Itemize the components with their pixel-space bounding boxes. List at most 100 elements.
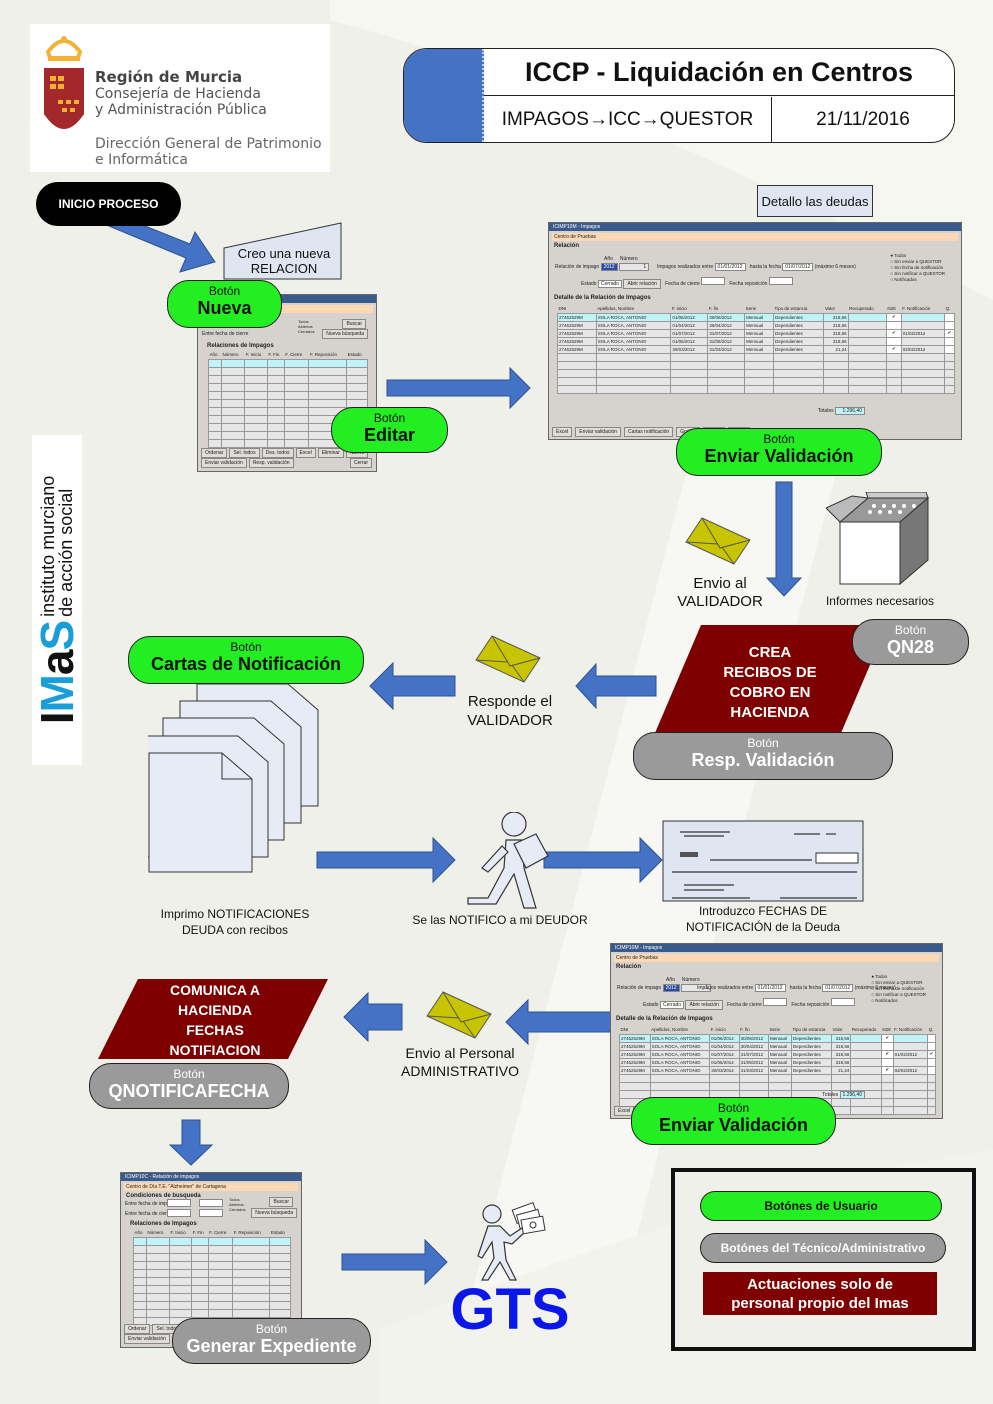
table-row-empty[interactable]	[208, 374, 368, 384]
checkbox-n28[interactable]: ✔	[880, 1049, 894, 1059]
table-row-empty[interactable]	[619, 1073, 936, 1083]
buscar-button[interactable]: Buscar	[342, 319, 366, 329]
table-row[interactable]: 27452529M SOLA ROCA, ANTONIO 01/05/2012 …	[557, 336, 955, 346]
fecha-cierre-input[interactable]	[763, 998, 788, 1006]
table-row-empty[interactable]	[133, 1300, 291, 1310]
ano-input[interactable]: 2012	[600, 263, 618, 271]
hasta-input[interactable]: 01/07/2012	[822, 984, 854, 992]
fecha-reposicion-input[interactable]	[768, 277, 793, 285]
radio-cerrados[interactable]: Cerrados	[298, 329, 315, 334]
window-button[interactable]: Enviar validación	[575, 427, 622, 437]
resp-validacion-button[interactable]: Resp. validación	[248, 458, 294, 468]
numero-input[interactable]: 1	[681, 984, 712, 992]
fecha-impago-desde[interactable]	[167, 1199, 191, 1207]
enviar-validacion-button[interactable]: Enviar validación	[124, 1334, 170, 1344]
filter-radio-group[interactable]: ● Todos○ Sin enviar a QUESTOR○ Sin fecha…	[890, 253, 945, 283]
cartas-notificacion-button[interactable]: Botón Cartas de Notificación	[128, 636, 364, 684]
fecha-impago-hasta[interactable]	[199, 1199, 223, 1207]
excel-button[interactable]: Excel	[295, 448, 316, 458]
radio-option[interactable]: ○ Sin notificar a QUESTOR	[871, 992, 926, 997]
table-row-empty[interactable]	[133, 1276, 291, 1286]
table-row[interactable]: 27452529M SOLA ROCA, ANTONIO 01/04/2012 …	[557, 320, 955, 330]
radio-todos[interactable]: Todos	[229, 1197, 240, 1202]
table-row[interactable]: 27452529M SOLA ROCA, ANTONIO 01/06/2012 …	[557, 312, 955, 322]
checkbox-n28[interactable]	[880, 1057, 894, 1067]
radio-option[interactable]: ○ Sin enviar a QUESTOR	[871, 980, 923, 985]
radio-group[interactable]: Todos Abiertos Cerrados	[229, 1197, 245, 1212]
table-row-empty[interactable]	[557, 368, 955, 378]
checkbox-q[interactable]	[927, 1033, 936, 1043]
qnotificafecha-button[interactable]: Botón QNOTIFICAFECHA	[89, 1063, 289, 1109]
eliminar-button[interactable]: Eliminar	[317, 448, 344, 458]
table-row-empty[interactable]	[133, 1268, 291, 1278]
table-row[interactable]: 27452529M SOLA ROCA, ANTONIO 01/04/2012 …	[619, 1041, 936, 1051]
table-row[interactable]: 27452529M SOLA ROCA, ANTONIO 01/07/2012 …	[557, 328, 955, 338]
nueva-button[interactable]: Botón Nueva	[167, 280, 282, 328]
ordenar-button[interactable]: Ordenar	[124, 1324, 151, 1334]
radio-todos[interactable]: Todos	[298, 319, 309, 324]
generar-expediente-button[interactable]: Botón Generar Expediente	[172, 1318, 371, 1364]
radio-option[interactable]: ● Todos	[871, 974, 888, 979]
radio-option[interactable]: ○ Notificados	[871, 998, 898, 1003]
radio-option[interactable]: ○ Sin fecha de notificación	[890, 265, 944, 270]
fecha-cierre-desde[interactable]	[167, 1209, 191, 1217]
window-button[interactable]: Excel	[552, 427, 573, 437]
des-todos-button[interactable]: Des. todos	[261, 448, 294, 458]
table-row-empty[interactable]	[208, 398, 368, 408]
checkbox-q[interactable]	[927, 1057, 936, 1067]
nueva-busqueda-button[interactable]: Nueva búsqueda	[251, 1208, 297, 1218]
enviar-validacion-button[interactable]: Enviar validación	[201, 458, 247, 468]
estado-input[interactable]: Cerrado	[597, 280, 623, 288]
radio-option[interactable]: ○ Notificados	[890, 277, 917, 282]
radio-cerrados[interactable]: Cerrados	[229, 1207, 246, 1212]
table-row-empty[interactable]	[133, 1236, 291, 1246]
cerrar-button[interactable]: Cerrar	[349, 458, 372, 468]
radio-option[interactable]: ○ Sin enviar a QUESTOR	[890, 259, 942, 264]
radio-option[interactable]: ○ Sin fecha de notificación	[871, 986, 925, 991]
table-row[interactable]: 27452529M SOLA ROCA, ANTONIO 30/03/2012 …	[557, 344, 955, 354]
ano-input[interactable]: 2012	[662, 984, 680, 992]
checkbox-n28[interactable]: ✔	[880, 1033, 894, 1043]
radio-abiertos[interactable]: Abiertos	[298, 324, 313, 329]
fecha-cierre-input[interactable]	[701, 277, 726, 285]
table-row-empty[interactable]	[619, 1081, 936, 1091]
numero-input[interactable]: 1	[619, 263, 650, 271]
checkbox-q[interactable]: ✔	[927, 1049, 936, 1059]
table-row[interactable]: 27452529M SOLA ROCA, ANTONIO 01/05/2012 …	[619, 1057, 936, 1067]
qn28-button[interactable]: Botón QN28	[852, 619, 969, 665]
checkbox-q[interactable]	[944, 320, 955, 330]
table-row-empty[interactable]	[208, 366, 368, 376]
table-row-empty[interactable]	[208, 358, 368, 368]
checkbox-n28[interactable]: ✔	[885, 328, 902, 338]
ordenar-button[interactable]: Ordenar	[201, 448, 228, 458]
checkbox-n28[interactable]: ✔	[880, 1065, 894, 1075]
checkbox-q[interactable]	[944, 336, 955, 346]
window-button[interactable]: Cartas notificación	[624, 427, 674, 437]
fecha-reposicion-input[interactable]	[830, 998, 855, 1006]
checkbox-q[interactable]	[927, 1041, 936, 1051]
buscar-button[interactable]: Buscar	[269, 1197, 293, 1207]
table-row-empty[interactable]	[133, 1244, 291, 1254]
table-row-empty[interactable]	[208, 382, 368, 392]
table-row[interactable]: 27452529M SOLA ROCA, ANTONIO 01/06/2012 …	[619, 1033, 936, 1043]
desde-input[interactable]: 01/01/2012	[714, 263, 746, 271]
radio-group[interactable]: Todos Abiertos Cerrados	[298, 319, 314, 334]
filter-radio-group[interactable]: ● Todos○ Sin enviar a QUESTOR○ Sin fecha…	[871, 974, 926, 1004]
checkbox-n28[interactable]: ✔	[885, 312, 902, 322]
table-row-empty[interactable]	[133, 1252, 291, 1262]
sel-todos-button[interactable]: Sel. todos	[229, 448, 260, 458]
table-row-empty[interactable]	[133, 1260, 291, 1270]
hasta-input[interactable]: 01/07/2012	[782, 263, 814, 271]
radio-abiertos[interactable]: Abiertos	[229, 1202, 244, 1207]
abrir-relacion-button[interactable]: Abrir relación	[623, 279, 661, 289]
table-row-empty[interactable]	[133, 1308, 291, 1318]
table-row[interactable]: 27452529M SOLA ROCA, ANTONIO 01/07/2012 …	[619, 1049, 936, 1059]
table-row-empty[interactable]	[557, 384, 955, 394]
checkbox-q[interactable]	[944, 312, 955, 322]
checkbox-q[interactable]	[944, 344, 955, 354]
nueva-busqueda-button[interactable]: Nueva búsqueda	[322, 329, 368, 339]
checkbox-n28[interactable]	[885, 320, 902, 330]
table-row-empty[interactable]	[133, 1284, 291, 1294]
checkbox-n28[interactable]	[880, 1041, 894, 1051]
table-row[interactable]: 27452529M SOLA ROCA, ANTONIO 30/03/2012 …	[619, 1065, 936, 1075]
